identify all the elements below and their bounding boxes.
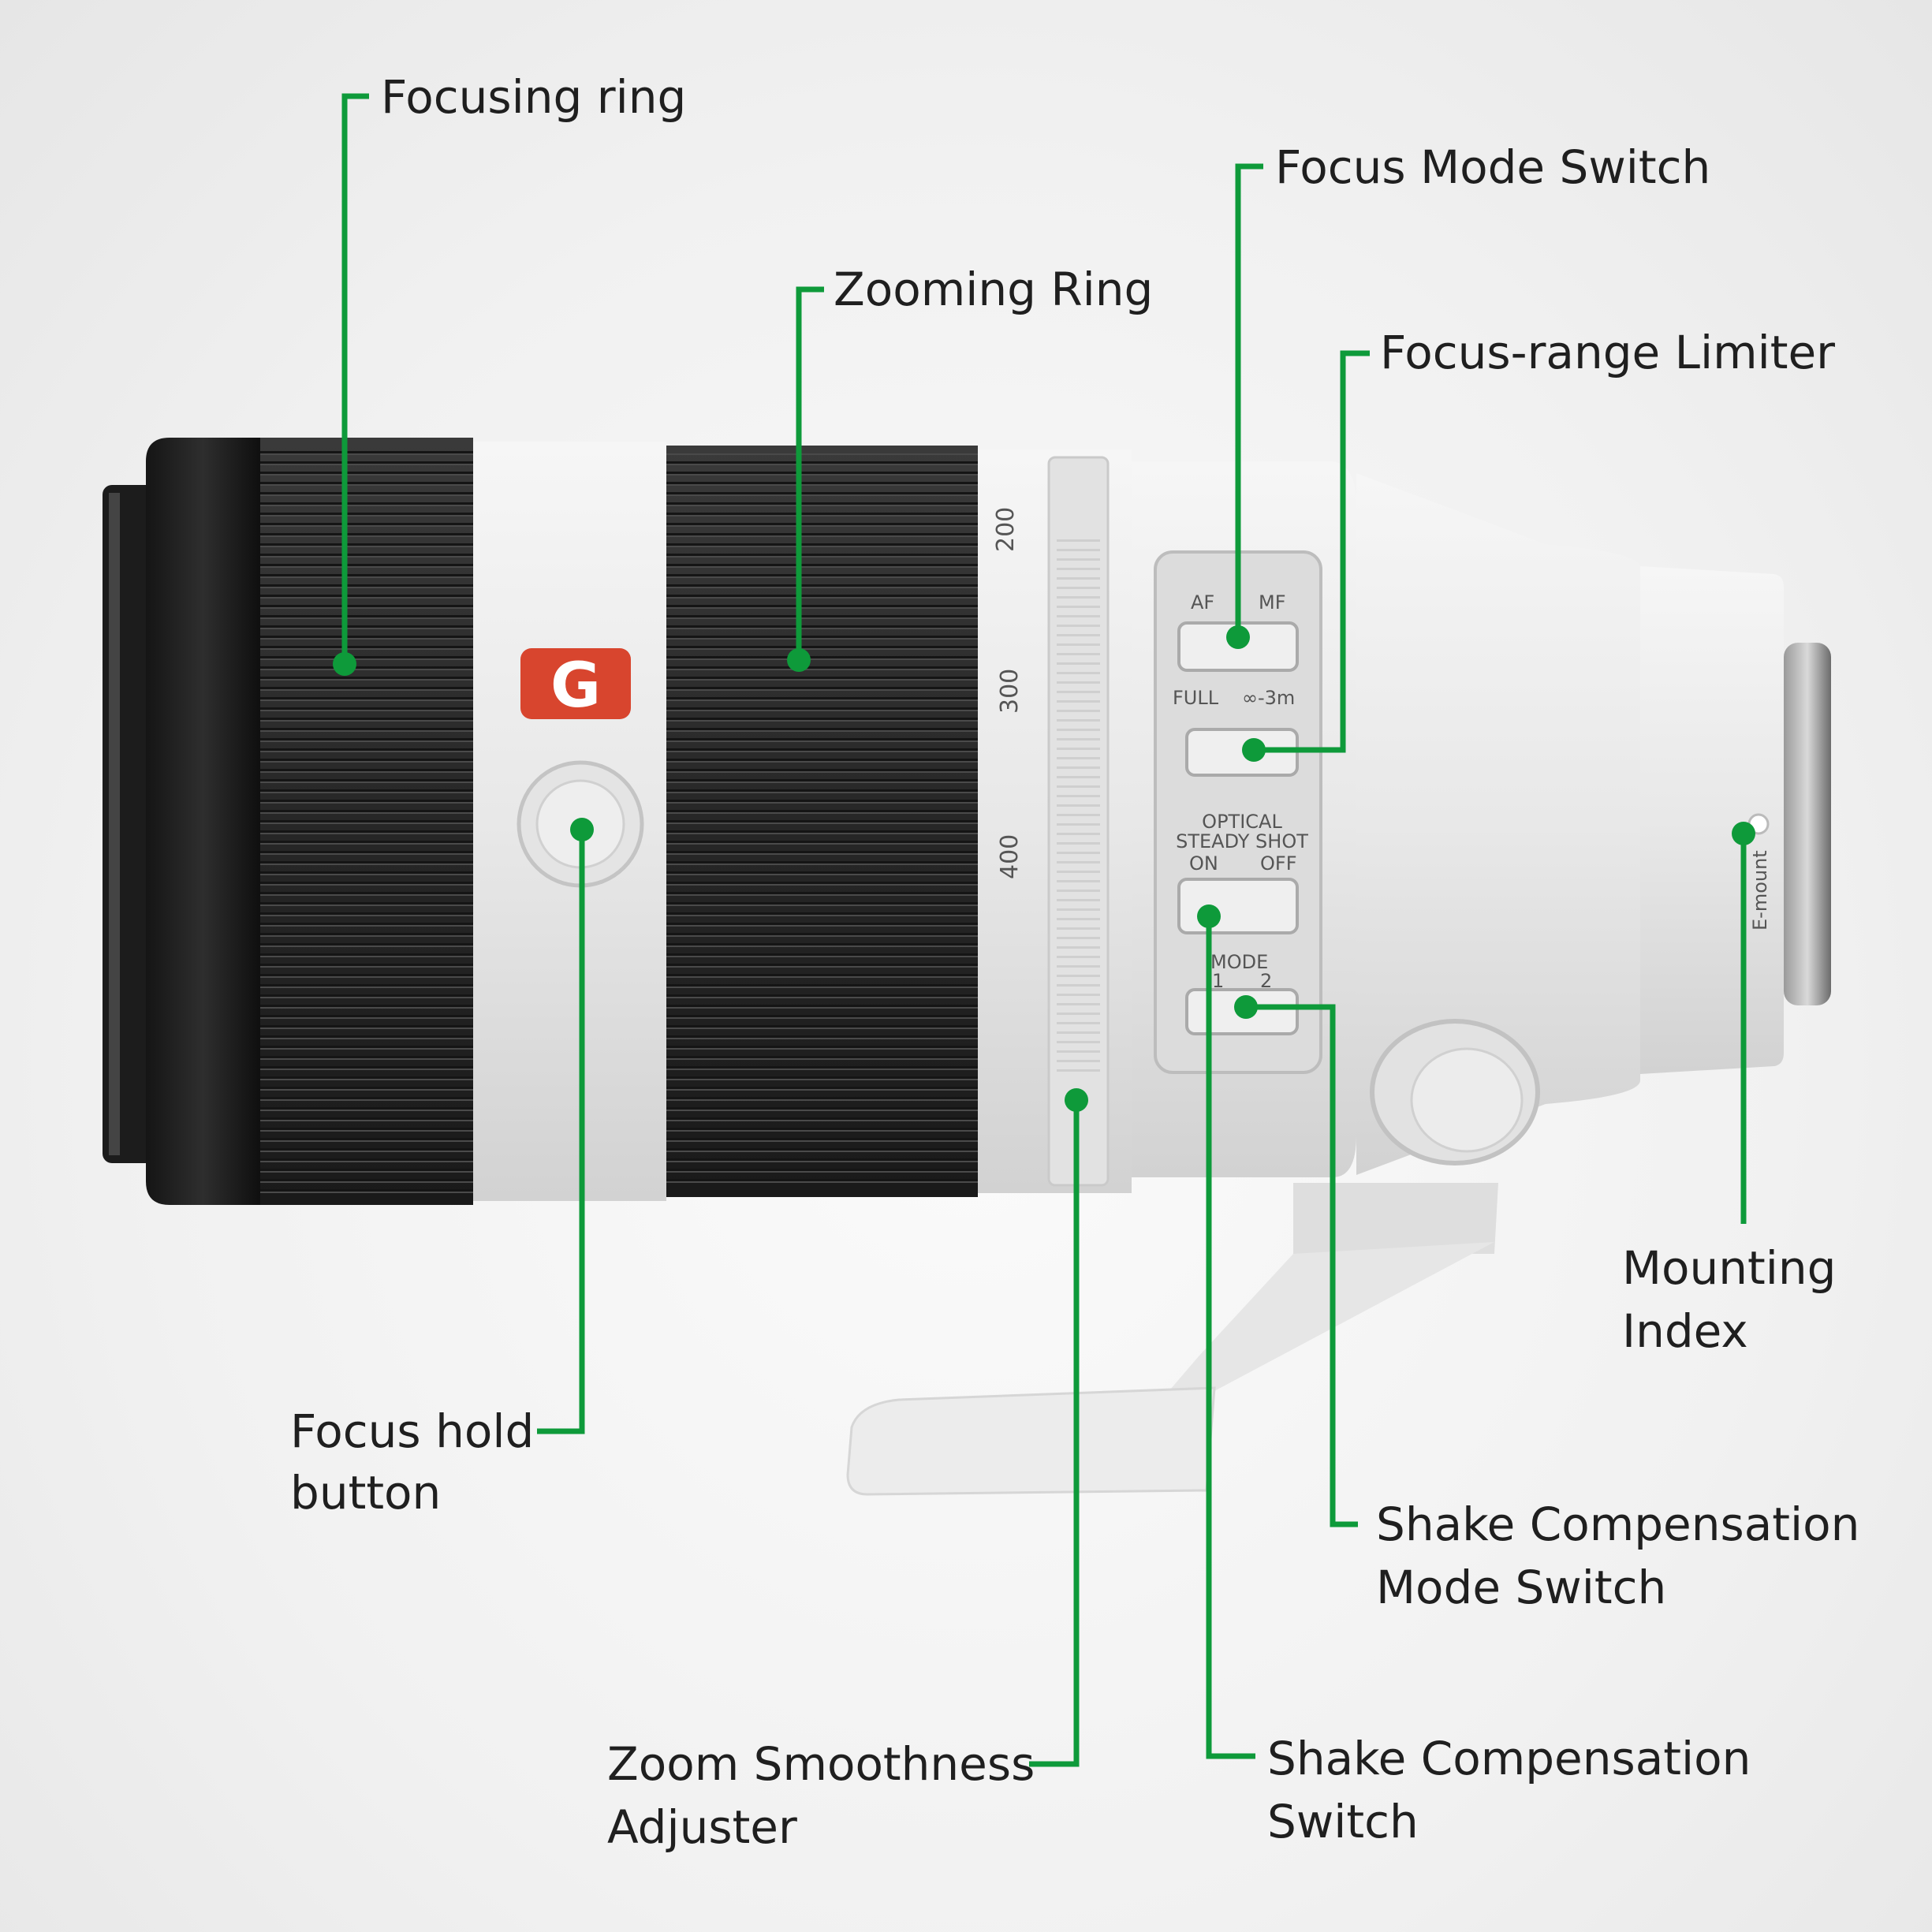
- label-zooming-ring: Zooming Ring: [834, 263, 1153, 316]
- label-shake-comp-1: Shake Compensation: [1267, 1732, 1751, 1785]
- svg-text:OFF: OFF: [1260, 852, 1297, 875]
- label-zoom-smoothness-1: Zoom Smoothness: [607, 1737, 1035, 1791]
- label-focus-range-limiter: Focus-range Limiter: [1380, 326, 1835, 379]
- g-badge-text: G: [550, 651, 601, 722]
- leader-zooming-ring: [796, 286, 824, 660]
- label-shake-comp-2: Switch: [1267, 1795, 1419, 1848]
- leader-shake-comp-mode-switch: [1246, 1004, 1358, 1527]
- svg-text:E-mount: E-mount: [1749, 850, 1771, 931]
- label-focus-mode-switch: Focus Mode Switch: [1275, 140, 1710, 194]
- svg-text:AF: AF: [1191, 591, 1214, 614]
- lens-hood: [146, 438, 260, 1205]
- svg-text:400: 400: [996, 834, 1024, 879]
- leader-focusing-ring: [341, 93, 369, 664]
- svg-text:ON: ON: [1189, 852, 1218, 875]
- svg-text:2: 2: [1260, 970, 1272, 992]
- svg-text:FULL: FULL: [1173, 687, 1219, 709]
- rear-taper: [1356, 473, 1640, 1175]
- svg-text:200: 200: [992, 507, 1020, 552]
- label-focus-hold-1: Focus hold: [290, 1404, 534, 1458]
- svg-text:MODE: MODE: [1210, 951, 1268, 973]
- svg-text:STEADY SHOT: STEADY SHOT: [1176, 830, 1308, 852]
- svg-text:MF: MF: [1259, 591, 1286, 614]
- leader-lines: [333, 93, 1755, 1767]
- leader-shake-comp-switch: [1206, 916, 1255, 1759]
- leader-focus-mode-switch: [1235, 163, 1263, 637]
- zoom-scale: 200 300 400: [992, 507, 1024, 879]
- label-mounting-index-2: Index: [1622, 1304, 1748, 1358]
- label-shake-comp-mode-1: Shake Compensation: [1376, 1497, 1859, 1551]
- shake-compensation-switch[interactable]: [1177, 878, 1299, 934]
- svg-text:OPTICAL: OPTICAL: [1202, 811, 1282, 833]
- leader-focus-range-limiter: [1254, 350, 1370, 753]
- tripod-foot: [846, 1386, 1216, 1496]
- label-focusing-ring: Focusing ring: [381, 70, 686, 124]
- leader-zoom-smoothness: [1029, 1100, 1080, 1767]
- svg-text:1: 1: [1212, 970, 1224, 992]
- label-zoom-smoothness-2: Adjuster: [607, 1800, 797, 1854]
- label-focus-hold-2: button: [290, 1466, 441, 1520]
- e-mount: [1784, 643, 1831, 1005]
- callout-labels: Focusing ring Focus Mode Switch Zooming …: [290, 70, 1859, 1854]
- g-badge: [520, 648, 631, 719]
- svg-text:∞-3m: ∞-3m: [1242, 687, 1295, 709]
- lens-illustration: G 200 300 400 AF MF FULL ∞-3m OPTICAL ST…: [103, 438, 1831, 1496]
- leader-focus-hold-button: [537, 830, 585, 1434]
- label-mounting-index-1: Mounting: [1622, 1241, 1836, 1295]
- tripod-foot-neck: [1293, 1183, 1498, 1254]
- mount-collar: [1640, 566, 1784, 1074]
- svg-text:300: 300: [996, 669, 1024, 714]
- label-shake-comp-mode-2: Mode Switch: [1376, 1561, 1666, 1614]
